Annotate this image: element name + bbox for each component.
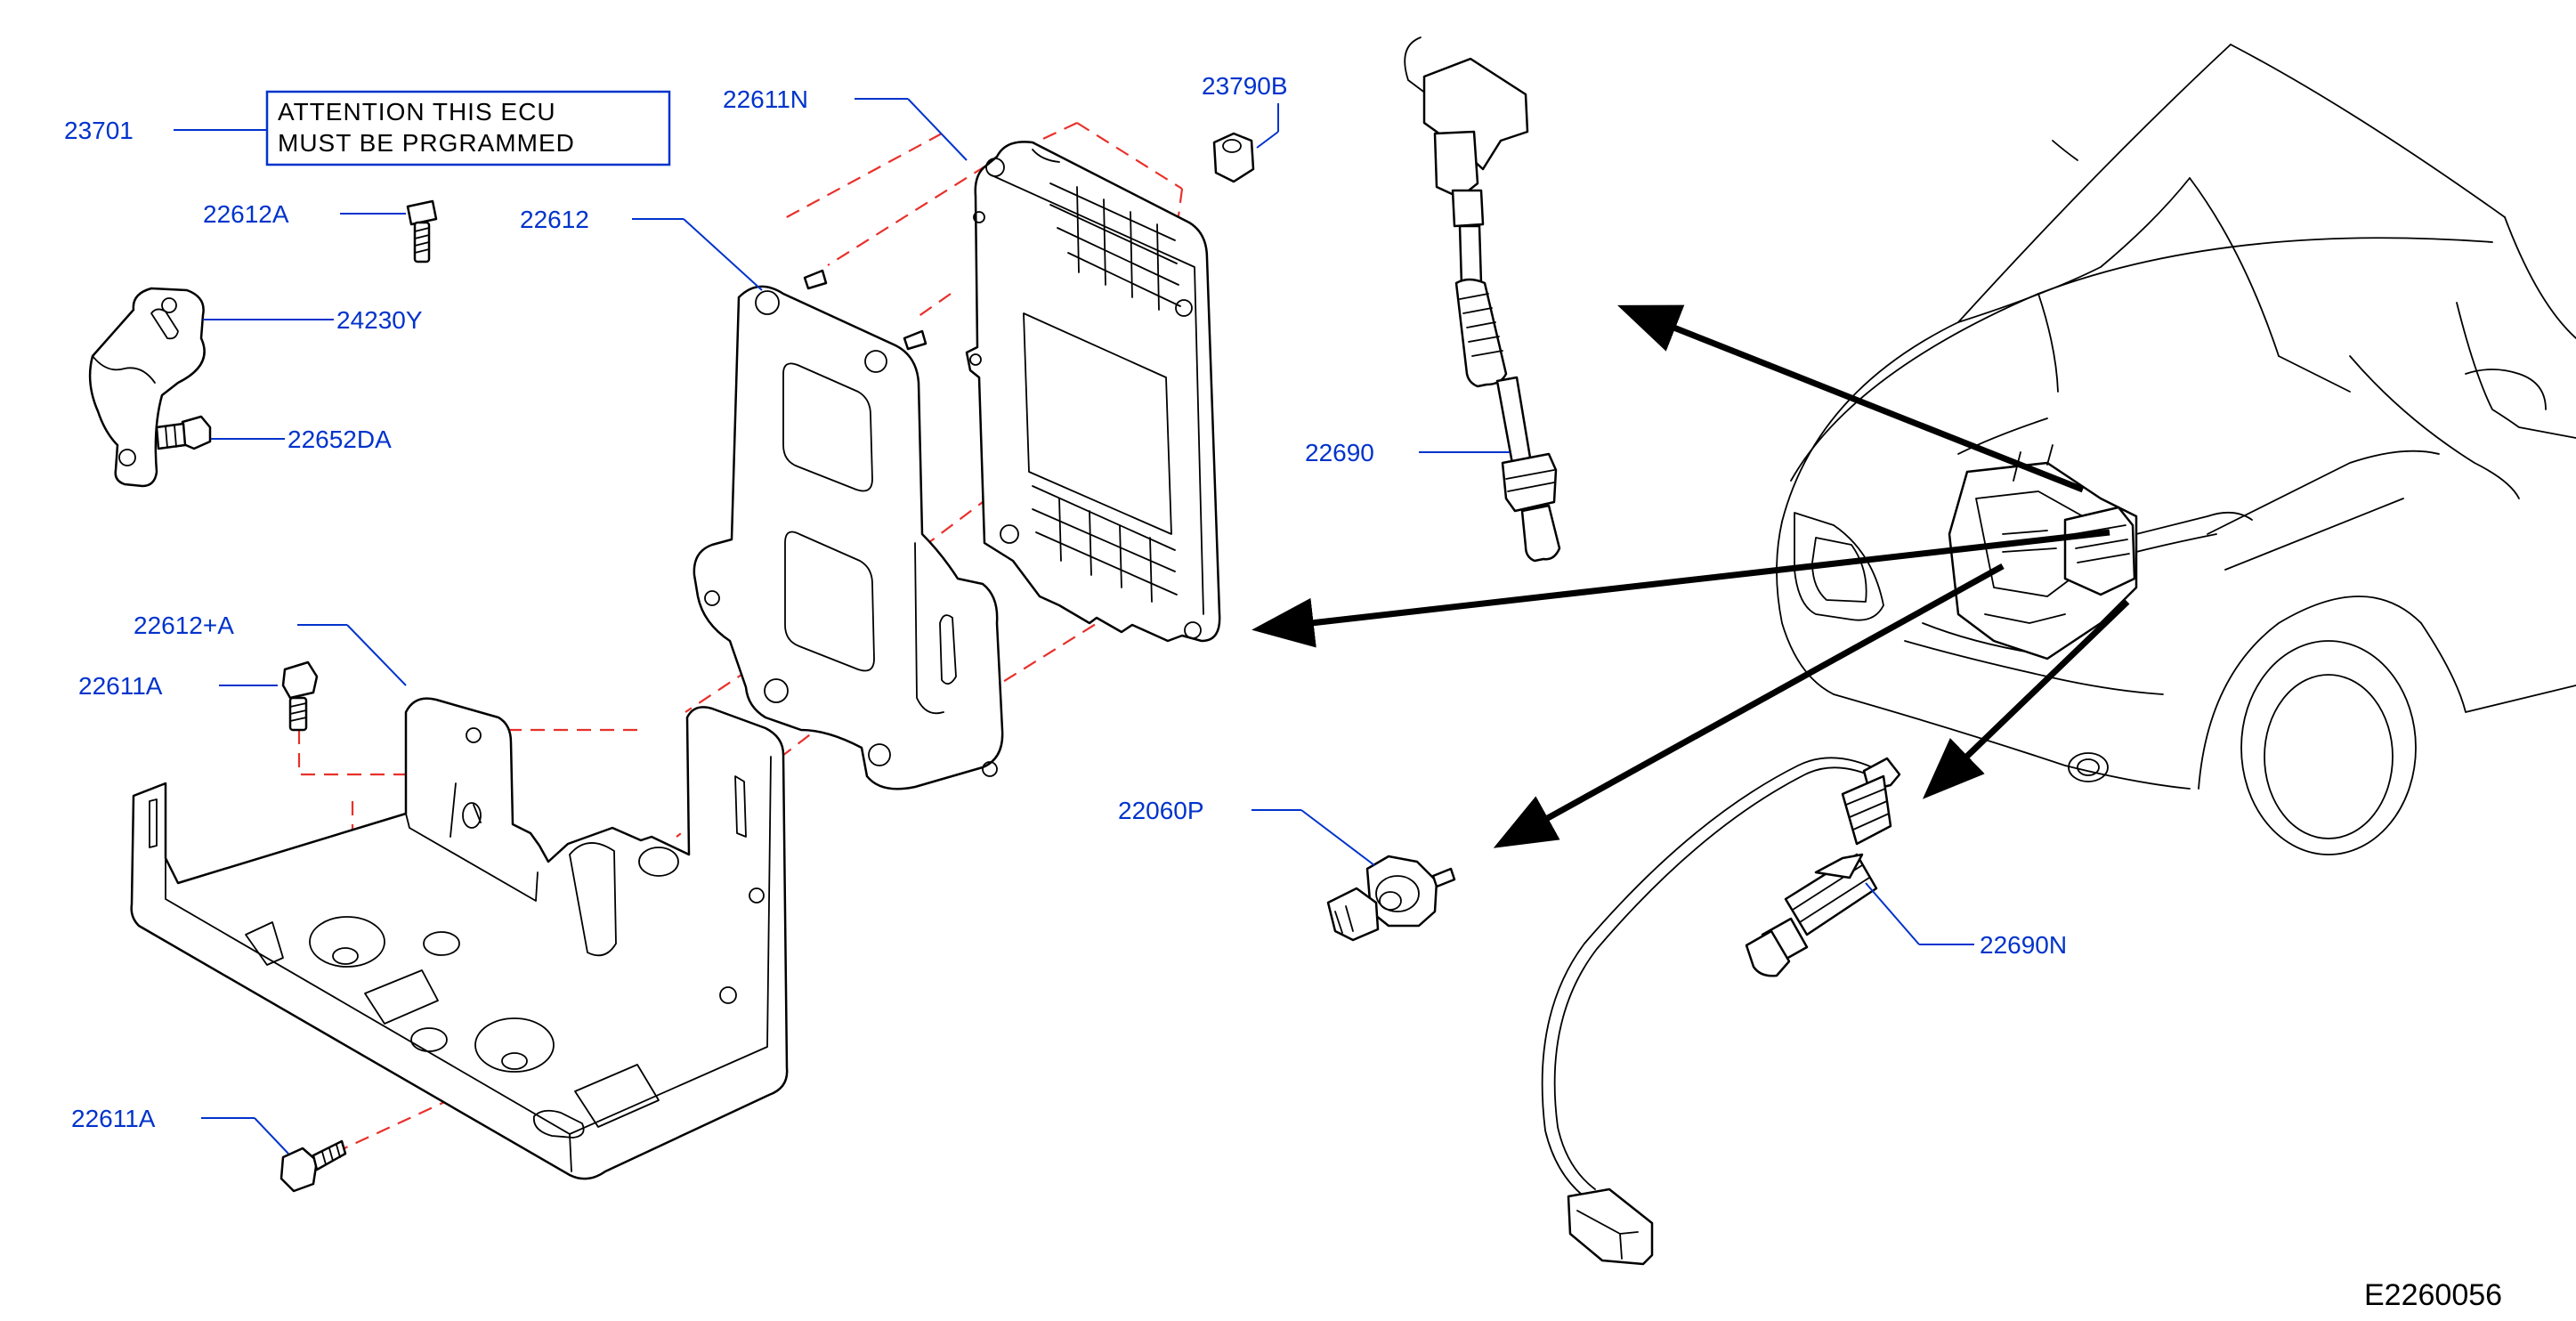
- ecu-lower-bracket-22612plusA: [130, 697, 789, 1180]
- oxygen-sensor-22690: [1404, 36, 1561, 563]
- vehicle-front-illustration: [1776, 44, 2576, 855]
- callout-22652DA[interactable]: 22652DA: [288, 425, 392, 453]
- bolt-22612A: [406, 199, 438, 263]
- callout-22612plusA[interactable]: 22612+A: [134, 612, 234, 639]
- nut-23790B: [1212, 132, 1255, 183]
- knock-sensor-22060P: [1326, 855, 1456, 942]
- callout-22060P[interactable]: 22060P: [1118, 797, 1204, 824]
- leader-22612-b: [683, 218, 763, 291]
- leader-22611A-bottom-b: [254, 1117, 289, 1155]
- bolt-22611A-top: [281, 660, 319, 732]
- callout-24230Y[interactable]: 24230Y: [336, 306, 423, 334]
- callout-22611N[interactable]: 22611N: [723, 85, 808, 113]
- ecu-unit-22611N: [965, 141, 1221, 643]
- bolt-22652DA: [155, 415, 212, 450]
- bolt-22611A-bottom: [279, 1139, 347, 1193]
- arrow-to-ecu: [1252, 529, 2110, 648]
- note-line-2: MUST BE PRGRAMMED: [278, 129, 575, 157]
- diagram-code: E2260056: [2364, 1278, 2502, 1312]
- callout-22611A-bottom[interactable]: 22611A: [71, 1105, 156, 1132]
- ecu-programming-note: ATTENTION THIS ECU MUST BE PRGRAMMED: [265, 90, 671, 166]
- callout-22690N[interactable]: 22690N: [1980, 931, 2067, 959]
- note-line-1: ATTENTION THIS ECU: [278, 98, 556, 126]
- leader-22611N-b: [907, 98, 968, 161]
- callout-22612A[interactable]: 22612A: [203, 200, 289, 228]
- leader-22690N-b: [1865, 882, 1920, 945]
- leader-22060P-b: [1300, 809, 1375, 866]
- callout-22612[interactable]: 22612: [520, 206, 589, 233]
- arrow-to-22690: [1616, 304, 2085, 493]
- location-arrows: [1252, 304, 2130, 848]
- ecu-mounting-plate-22612: [693, 269, 1004, 790]
- callout-23790B[interactable]: 23790B: [1202, 72, 1288, 100]
- leader-22612plusA-b: [346, 624, 407, 686]
- bracket-24230Y: [88, 287, 206, 488]
- callout-22611A-top[interactable]: 22611A: [78, 672, 163, 700]
- callout-23701[interactable]: 23701: [64, 117, 134, 144]
- arrow-to-22060P: [1493, 563, 2005, 848]
- leader-23790B-b: [1256, 131, 1279, 149]
- arrow-to-22690N: [1922, 599, 2130, 799]
- oxygen-sensor-22690N: [1541, 757, 1901, 1266]
- callout-22690[interactable]: 22690: [1305, 439, 1374, 466]
